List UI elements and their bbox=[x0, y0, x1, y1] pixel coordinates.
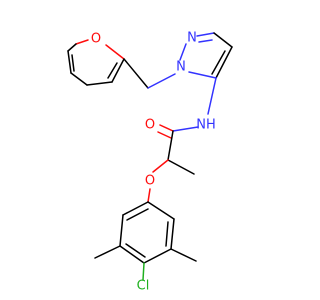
amide-nh-label: NH bbox=[196, 118, 216, 133]
bond-n1-n2 bbox=[179, 43, 187, 61]
bond-furan-c5-o-inner bbox=[67, 43, 77, 52]
bond-c3-c4 bbox=[213, 32, 233, 48]
bond-c-o-2 bbox=[157, 131, 172, 139]
bond-ar-5-double bbox=[165, 221, 169, 247]
pyrazole-n1-label: N bbox=[176, 60, 186, 75]
bond-c4-c5 bbox=[215, 46, 233, 79]
bond-ar-4 bbox=[143, 248, 172, 264]
bond-c-cl bbox=[142, 262, 145, 281]
bond-c4-c5-double bbox=[211, 50, 226, 75]
bond-n2-c3 bbox=[196, 32, 215, 37]
bond-furan-c4-c5-double bbox=[71, 54, 75, 72]
carbonyl-oxygen-label: O bbox=[145, 118, 155, 133]
bond-alpha-methyl bbox=[167, 159, 195, 175]
bond-furan-ch2 bbox=[123, 58, 149, 89]
benzene-ring bbox=[119, 201, 175, 264]
bond-c-o-1 bbox=[159, 124, 174, 132]
bond-furan-c2-c3-double bbox=[107, 62, 118, 79]
bond-methyl-left bbox=[94, 245, 121, 259]
molecule-structure: O N N NH O O Cl bbox=[67, 31, 233, 294]
bond-c5-nh bbox=[207, 77, 217, 115]
furan-oxygen-label: O bbox=[91, 32, 101, 47]
bond-furan-c2-c3 bbox=[111, 58, 125, 83]
bond-furan-c3-c4 bbox=[86, 81, 113, 86]
furan-ring bbox=[67, 39, 125, 86]
bond-furan-c5-o bbox=[75, 39, 89, 45]
bond-ar-5 bbox=[170, 218, 175, 250]
bond-ar-1-double bbox=[126, 208, 149, 221]
bond-ar-1 bbox=[122, 201, 149, 216]
bond-nh-carbonyl bbox=[172, 126, 199, 132]
pyrazole-ring bbox=[179, 32, 233, 79]
structure-canvas: O N N NH O O Cl bbox=[67, 31, 233, 294]
bond-furan-c4-ring bbox=[70, 72, 88, 86]
bond-c5-n1 bbox=[188, 71, 217, 79]
bond-methyl-right bbox=[170, 248, 197, 262]
bond-carbonyl-alpha bbox=[167, 130, 174, 161]
bond-furan-c4-c5 bbox=[67, 50, 72, 74]
bond-ch2-n1 bbox=[147, 73, 176, 89]
bond-oether-ring bbox=[147, 188, 151, 203]
bond-ar-3-double bbox=[125, 243, 146, 258]
bond-alpha-oether bbox=[152, 159, 169, 173]
bond-ar-2 bbox=[119, 214, 124, 247]
bond-ar-3 bbox=[119, 245, 145, 264]
chlorine-label: Cl bbox=[137, 279, 150, 294]
bond-n2-c3-double bbox=[198, 39, 213, 43]
bond-ar-6 bbox=[147, 201, 175, 220]
bond-furan-o-c2 bbox=[105, 44, 125, 60]
ether-oxygen-label: O bbox=[145, 174, 155, 189]
pyrazole-n2-label: N bbox=[187, 31, 197, 46]
